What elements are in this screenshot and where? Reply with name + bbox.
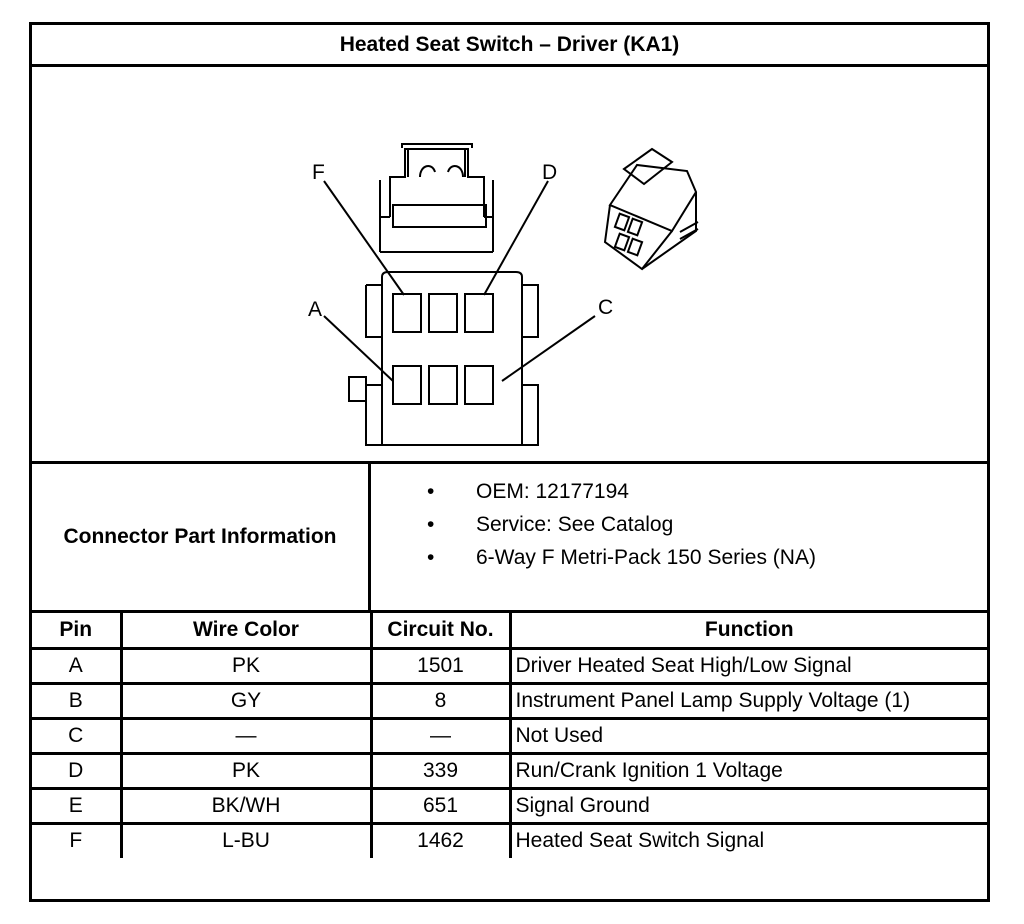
connector-body xyxy=(381,271,523,446)
header-circuit-no: Circuit No. xyxy=(369,613,512,650)
cell-circuit-no: 339 xyxy=(369,751,512,790)
connector-info-list: • OEM: 12177194 • Service: See Catalog • 6-… xyxy=(371,478,816,577)
cell-function: Instrument Panel Lamp Supply Voltage (1) xyxy=(508,681,987,720)
header-function: Function xyxy=(508,613,987,650)
info-item-series: • 6-Way F Metri-Pack 150 Series (NA) xyxy=(371,544,816,577)
connector-info-label: Connector Part Information xyxy=(32,464,371,610)
cavity-b xyxy=(428,365,458,405)
latch-top-edge xyxy=(401,143,473,148)
table-header-row: Pin Wire Color Circuit No. Function xyxy=(32,613,987,650)
cavity-c xyxy=(464,365,494,405)
cell-function: Not Used xyxy=(508,716,987,755)
pin-label-d: D xyxy=(542,161,557,184)
connector-diagram: F D A C xyxy=(32,67,987,461)
table-row: E BK/WH 651 Signal Ground xyxy=(32,786,987,825)
cell-wire-color: BK/WH xyxy=(119,786,373,825)
housing-upper-sides xyxy=(379,180,494,252)
bullet-icon: • xyxy=(427,546,435,569)
right-rib-upper xyxy=(522,284,539,338)
cell-function: Signal Ground xyxy=(508,786,987,825)
cell-wire-color: — xyxy=(119,716,373,755)
cell-circuit-no: 651 xyxy=(369,786,512,825)
pin-label-a: A xyxy=(308,298,322,321)
connector-part-info: Connector Part Information • OEM: 1217719… xyxy=(32,461,987,613)
info-item-oem: • OEM: 12177194 xyxy=(371,478,816,511)
leader-c xyxy=(501,315,596,382)
cell-function: Run/Crank Ignition 1 Voltage xyxy=(508,751,987,790)
cell-circuit-no: 8 xyxy=(369,681,512,720)
leader-f xyxy=(323,180,405,296)
info-item-text: 6-Way F Metri-Pack 150 Series (NA) xyxy=(476,546,816,569)
cell-wire-color: PK xyxy=(119,751,373,790)
connector-sheet: Heated Seat Switch – Driver (KA1) xyxy=(29,22,990,902)
info-item-text: OEM: 12177194 xyxy=(476,480,629,503)
cell-circuit-no: — xyxy=(369,716,512,755)
pinout-table: Pin Wire Color Circuit No. Function A PK… xyxy=(32,613,987,858)
cavity-e xyxy=(428,293,458,333)
page-title: Heated Seat Switch – Driver (KA1) xyxy=(32,25,987,67)
cell-pin: D xyxy=(32,751,123,790)
cell-pin: B xyxy=(32,681,123,720)
latch-frame xyxy=(389,148,485,217)
table-row: C — — Not Used xyxy=(32,716,987,755)
cell-wire-color: GY xyxy=(119,681,373,720)
table-row: B GY 8 Instrument Panel Lamp Supply Volt… xyxy=(32,681,987,720)
info-item-service: • Service: See Catalog xyxy=(371,511,816,544)
cell-wire-color: PK xyxy=(119,646,373,685)
cavity-d xyxy=(464,293,494,333)
leader-a xyxy=(323,315,394,382)
right-rib-lower xyxy=(522,384,539,446)
cavity-f xyxy=(392,293,422,333)
cell-circuit-no: 1462 xyxy=(369,821,512,858)
info-item-text: Service: See Catalog xyxy=(476,513,674,536)
latch-hook xyxy=(419,165,464,178)
cell-pin: E xyxy=(32,786,123,825)
pin-label-f: F xyxy=(312,161,325,184)
left-rib-upper xyxy=(365,284,382,338)
table-row: A PK 1501 Driver Heated Seat High/Low Si… xyxy=(32,646,987,685)
left-rib-lower xyxy=(365,384,382,446)
cell-wire-color: L-BU xyxy=(119,821,373,858)
cell-pin: C xyxy=(32,716,123,755)
cell-pin: F xyxy=(32,821,123,858)
latch-sides xyxy=(407,148,466,177)
left-key-tab xyxy=(348,376,367,402)
cell-function: Heated Seat Switch Signal xyxy=(508,821,987,858)
connector-isometric-view xyxy=(603,147,699,271)
leader-d xyxy=(483,180,549,296)
pin-label-c: C xyxy=(598,296,613,319)
connector-face-view: F D A C xyxy=(308,143,699,446)
table-row: F L-BU 1462 Heated Seat Switch Signal xyxy=(32,821,987,858)
header-pin: Pin xyxy=(32,613,123,650)
bullet-icon: • xyxy=(427,480,435,503)
header-wire-color: Wire Color xyxy=(119,613,373,650)
cell-function: Driver Heated Seat High/Low Signal xyxy=(508,646,987,685)
cell-circuit-no: 1501 xyxy=(369,646,512,685)
table-row: D PK 339 Run/Crank Ignition 1 Voltage xyxy=(32,751,987,790)
cavity-a xyxy=(392,365,422,405)
bullet-icon: • xyxy=(427,513,435,536)
latch-bar xyxy=(392,204,487,228)
cell-pin: A xyxy=(32,646,123,685)
